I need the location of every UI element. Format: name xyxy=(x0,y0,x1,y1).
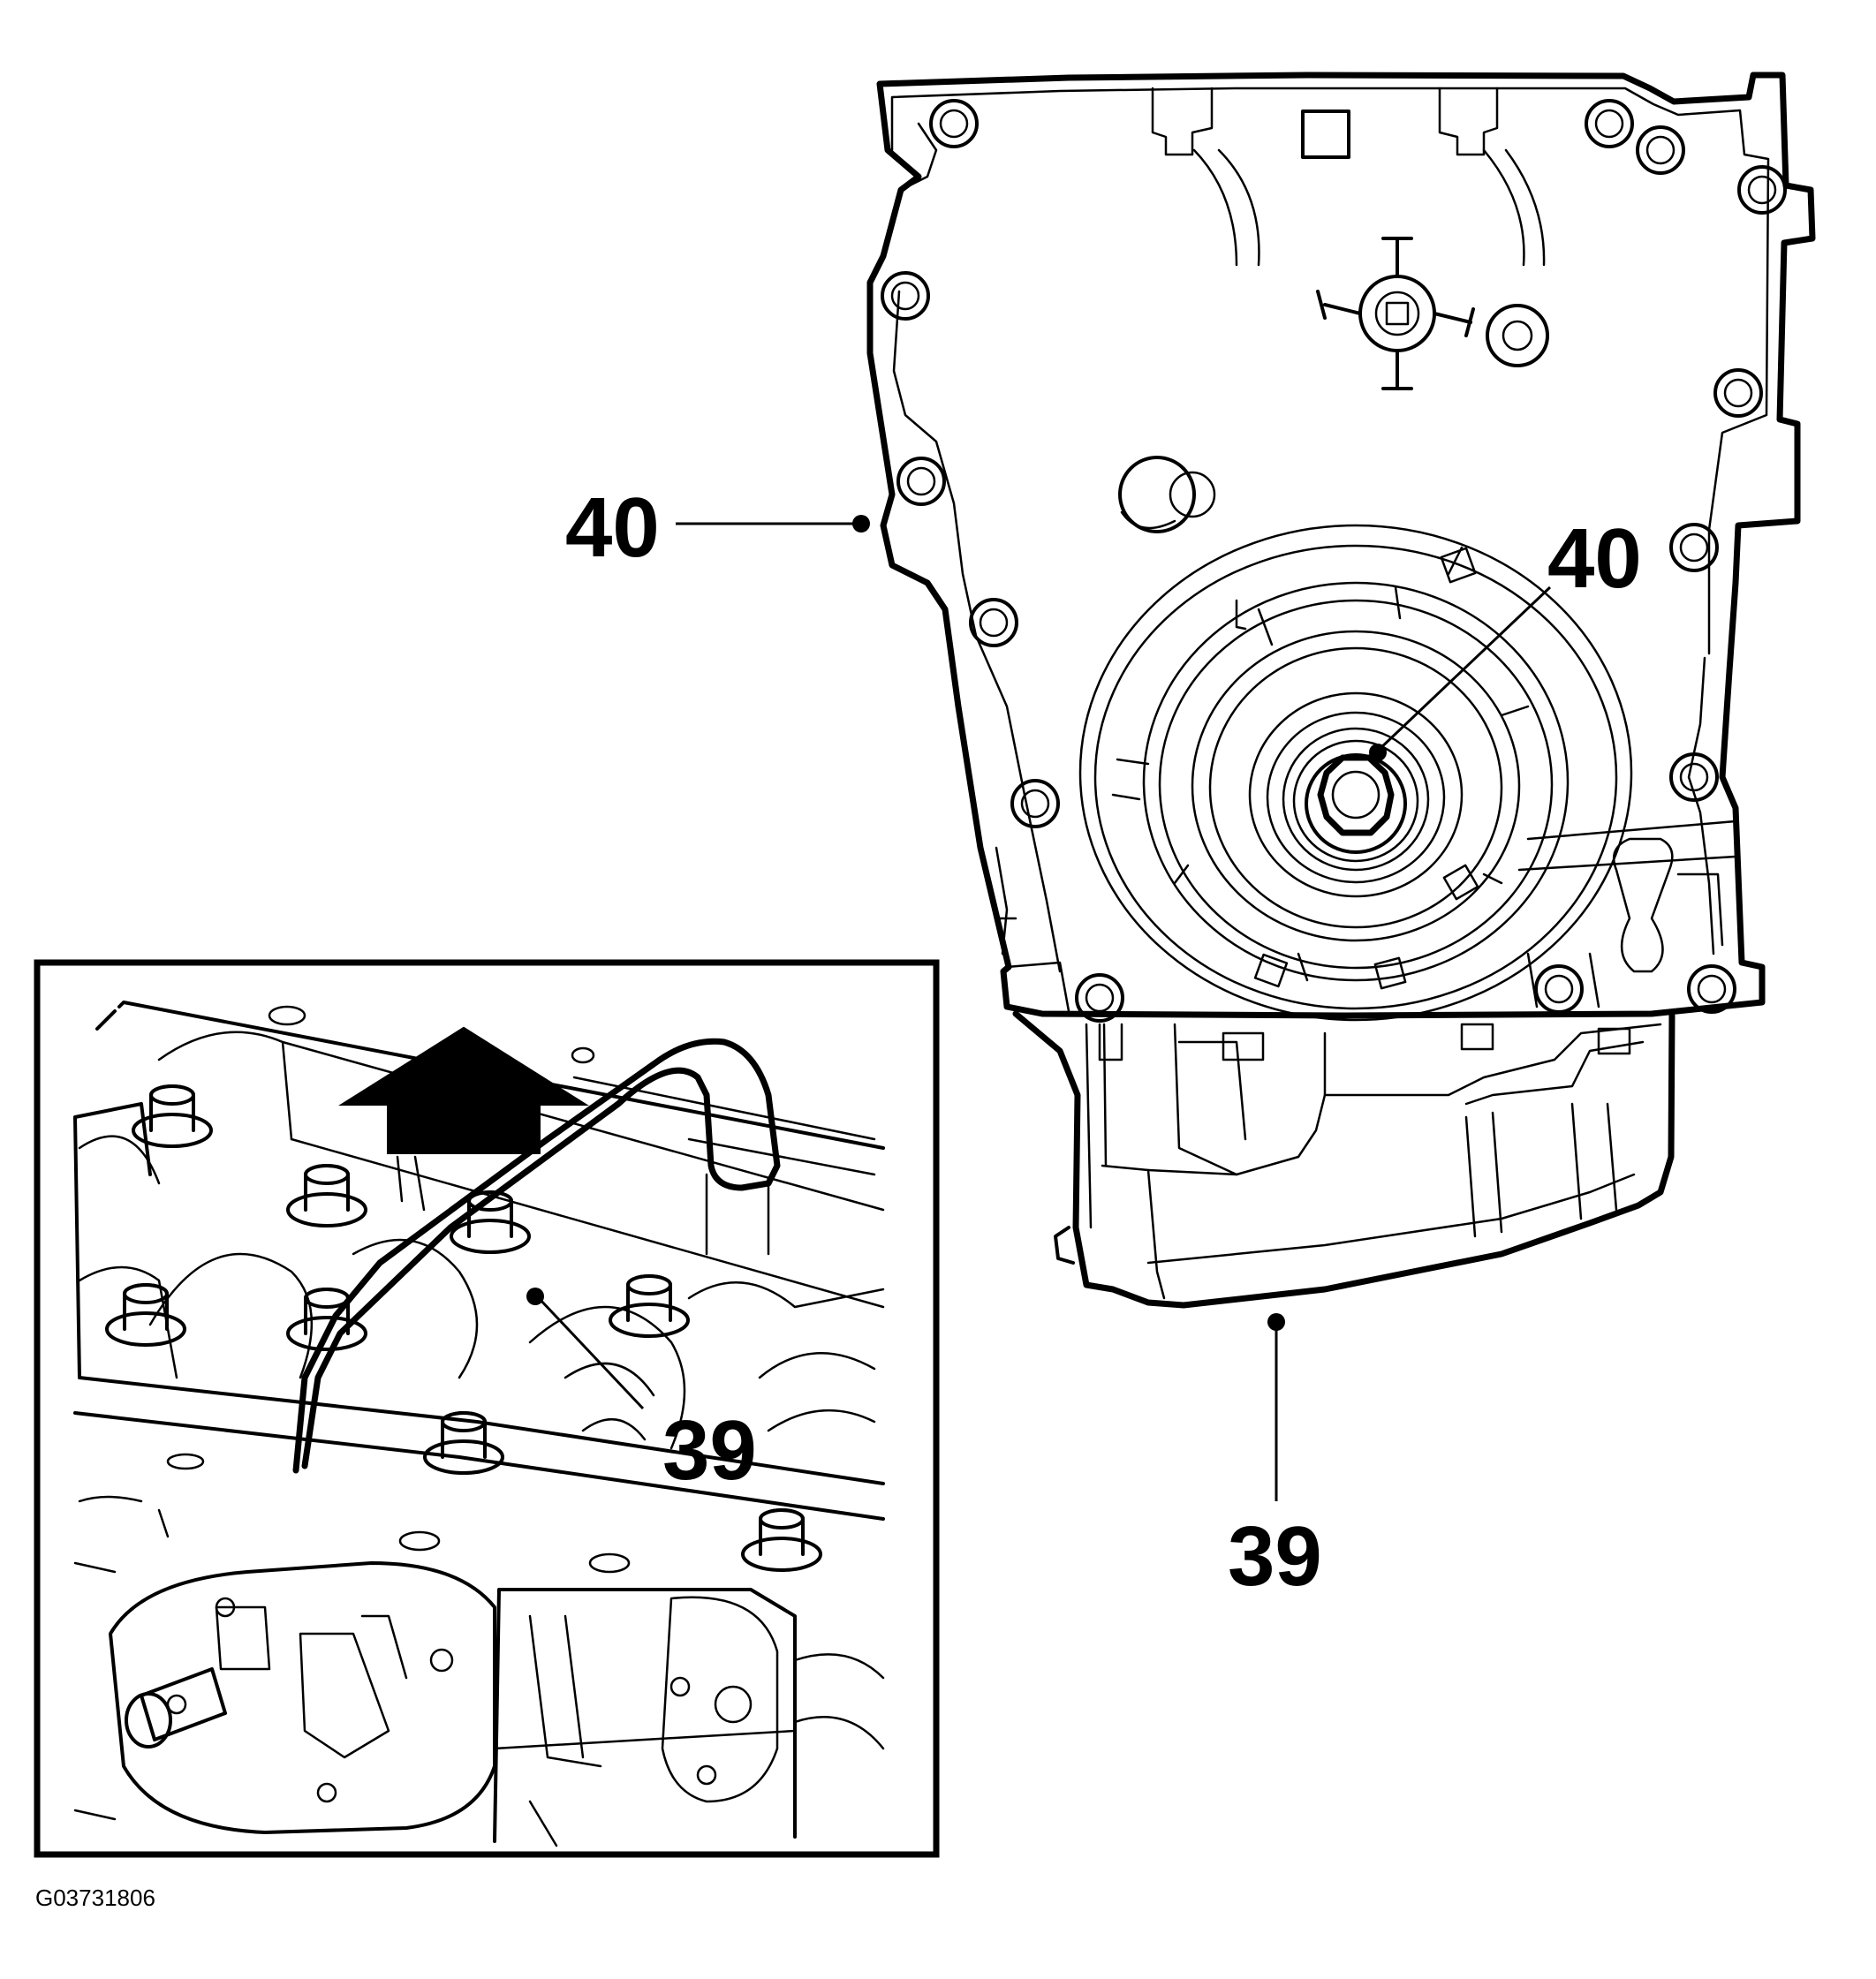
detail-inset: 39 xyxy=(34,959,940,1858)
oil-pan-outline xyxy=(1012,1010,1676,1309)
crank-pulley xyxy=(1078,524,1633,1022)
breather-tube xyxy=(292,1038,781,1474)
cover-bolts xyxy=(881,99,1787,1023)
callout-40-left: 40 xyxy=(565,480,870,575)
timing-cover-outline xyxy=(866,72,1816,1019)
oil-pan xyxy=(995,846,1676,1309)
callout-label: 39 xyxy=(662,1403,757,1498)
cam-boss xyxy=(1316,237,1475,390)
callout-39-tube: 39 xyxy=(526,1288,757,1498)
callout-40-center: 40 xyxy=(1369,511,1642,761)
callout-label: 39 xyxy=(1228,1509,1322,1604)
figure-id: G03731806 xyxy=(35,1885,155,1911)
up-arrow-icon xyxy=(338,1026,589,1212)
callout-label: 40 xyxy=(1547,511,1642,606)
callout-label: 40 xyxy=(565,480,660,575)
timing-cover xyxy=(866,72,1816,1023)
callout-39-oil-pan: 39 xyxy=(1228,1313,1322,1604)
